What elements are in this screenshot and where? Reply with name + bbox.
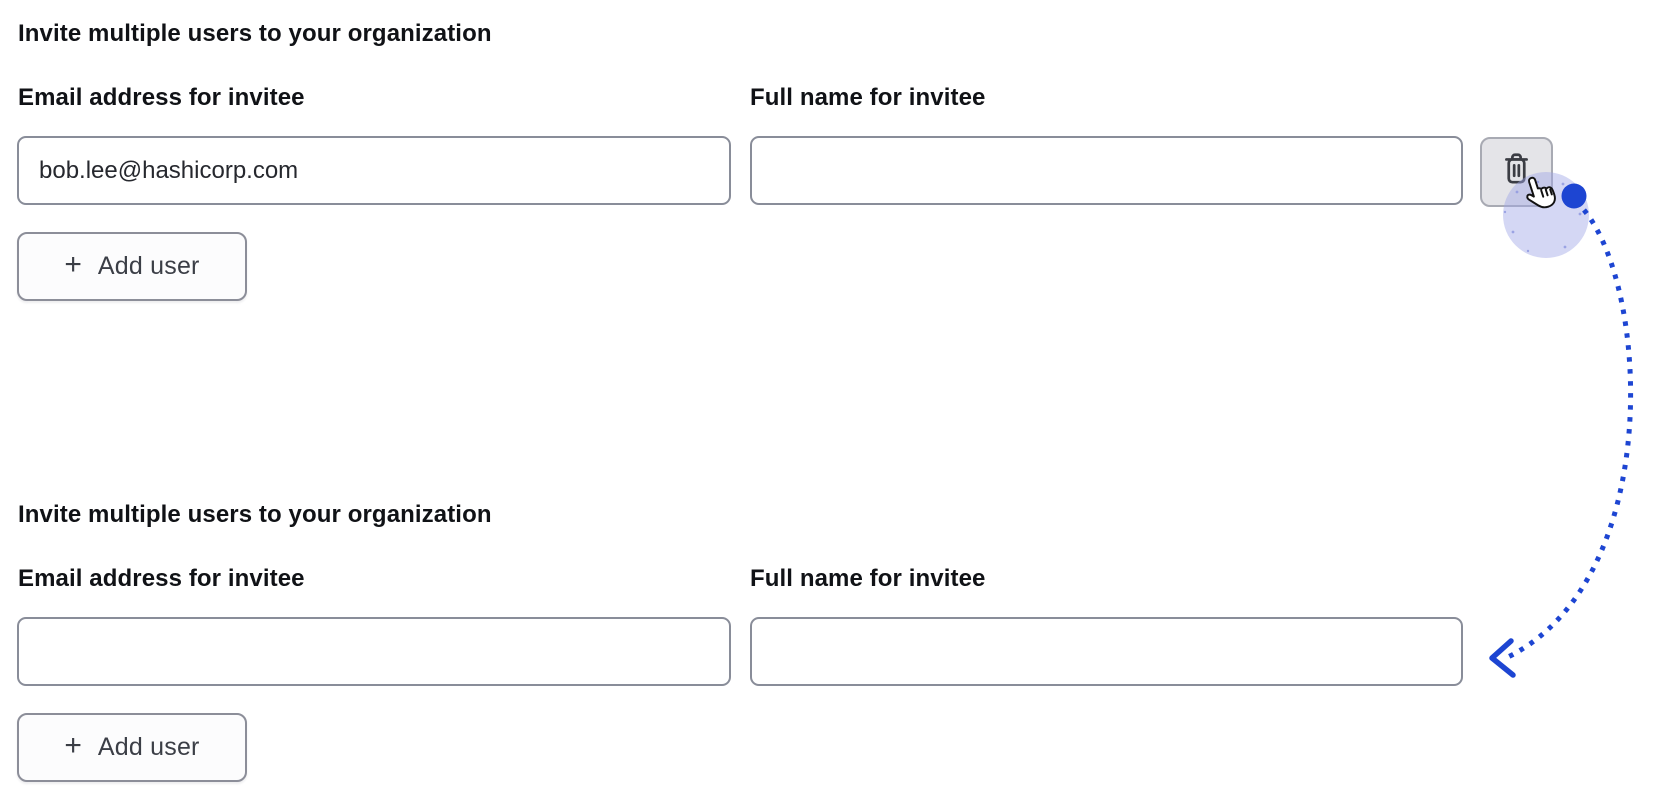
- add-user-button[interactable]: + Add user: [17, 713, 247, 782]
- form-heading: Invite multiple users to your organizati…: [18, 501, 492, 528]
- add-user-label: Add user: [97, 733, 200, 761]
- invite-form-before: Invite multiple users to your organizati…: [0, 20, 1672, 340]
- full-name-label: Full name for invitee: [750, 84, 986, 111]
- plus-icon: +: [64, 248, 82, 281]
- full-name-input[interactable]: [750, 136, 1463, 205]
- delete-row-button[interactable]: [1480, 137, 1553, 207]
- form-heading: Invite multiple users to your organizati…: [18, 20, 492, 47]
- email-label: Email address for invitee: [18, 565, 305, 592]
- email-input[interactable]: [17, 617, 731, 686]
- email-input[interactable]: [17, 136, 731, 205]
- trash-icon: [1505, 153, 1528, 184]
- plus-icon: +: [64, 729, 82, 762]
- add-user-label: Add user: [97, 252, 200, 280]
- full-name-label: Full name for invitee: [750, 565, 986, 592]
- invite-form-after: Invite multiple users to your organizati…: [0, 501, 1672, 800]
- add-user-button[interactable]: + Add user: [17, 232, 247, 301]
- email-label: Email address for invitee: [18, 84, 305, 111]
- full-name-input[interactable]: [750, 617, 1463, 686]
